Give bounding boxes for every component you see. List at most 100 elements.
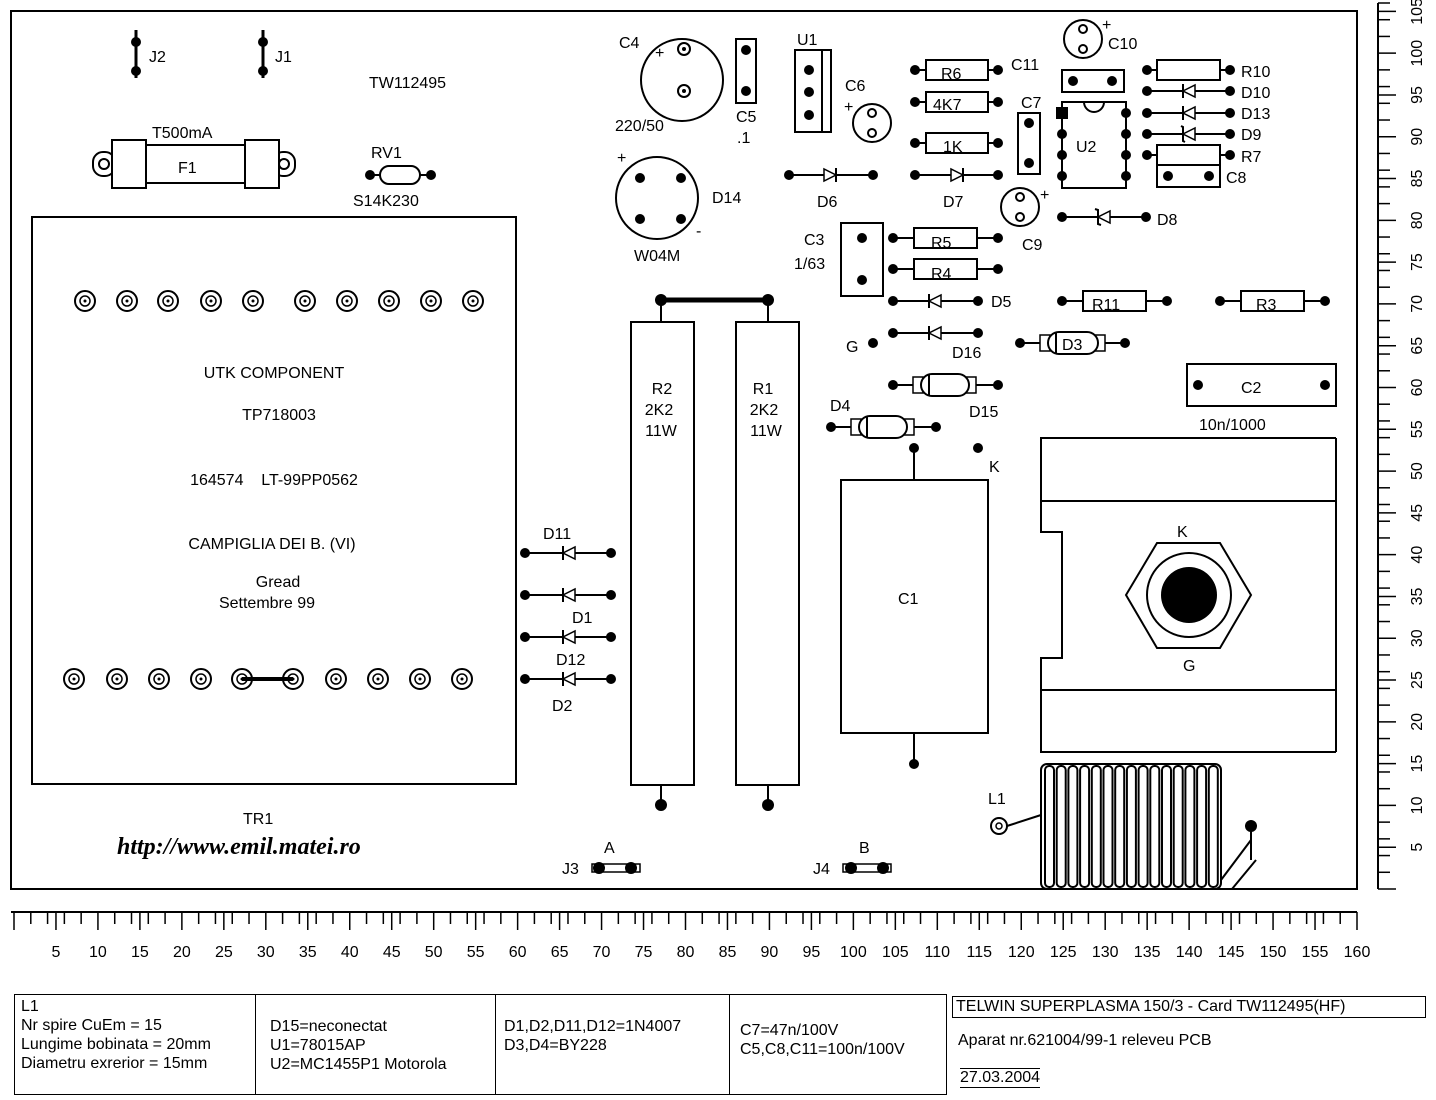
capacitor-c5: C5 .1 xyxy=(735,38,757,147)
ruler-label: 30 xyxy=(257,944,275,961)
coil-turn xyxy=(1172,765,1184,888)
coil-turn xyxy=(1161,765,1172,888)
ruler-label: 85 xyxy=(1409,170,1426,188)
coil-turns xyxy=(1044,765,1219,888)
ruler-label: 150 xyxy=(1260,944,1287,961)
tr-line3: 164574 LT-99PP0562 xyxy=(190,472,358,489)
d14-value: W04M xyxy=(634,248,680,265)
r2-label: R2 xyxy=(652,381,673,398)
ruler-label: 95 xyxy=(1409,86,1426,104)
transformer-pin xyxy=(190,668,212,690)
resistor-r10: R10 xyxy=(1142,59,1270,81)
c10-label: C10 xyxy=(1108,36,1137,53)
note-line: D3,D4=BY228 xyxy=(504,1037,607,1054)
coil-turn xyxy=(1125,765,1137,888)
j3-label: J3 xyxy=(562,861,579,878)
c4-plus: + xyxy=(655,45,664,62)
coil-turn xyxy=(1114,765,1126,888)
capacitor-c2: C2 10n/1000 xyxy=(1186,363,1337,434)
pcb-layout-drawing: TW112495 J2 J1 T500mA F1 RV1 S14K230 UT xyxy=(10,0,1426,961)
ruler-label: 155 xyxy=(1302,944,1329,961)
ruler-label: 140 xyxy=(1176,944,1203,961)
tr-ref: TR1 xyxy=(243,811,273,828)
coil-turn xyxy=(1137,765,1149,888)
ruler-label: 160 xyxy=(1344,944,1371,961)
ruler-label: 40 xyxy=(1409,546,1426,564)
varistor-rv1: RV1 S14K230 xyxy=(353,145,436,210)
d15-label: D15 xyxy=(969,404,998,421)
ruler-label: 25 xyxy=(1409,671,1426,689)
d8-label: D8 xyxy=(1157,212,1178,229)
c2-value: 10n/1000 xyxy=(1199,417,1266,434)
diode-d13: D13 xyxy=(1142,105,1270,123)
resistor-r1: R1 2K2 11W xyxy=(735,300,800,811)
coil-turn xyxy=(1184,765,1196,888)
coil-turn xyxy=(1055,765,1067,888)
tr-line4: CAMPIGLIA DEI B. (VI) xyxy=(188,536,355,553)
r1-value: 2K2 xyxy=(750,402,779,419)
d14-minus: - xyxy=(696,223,701,240)
note-line: D1,D2,D11,D12=1N4007 xyxy=(504,1018,682,1035)
rv1-value: S14K230 xyxy=(353,193,419,210)
g-pad-label: G xyxy=(846,339,858,356)
transformer-top-pins xyxy=(74,290,484,312)
ruler-label: 35 xyxy=(1409,587,1426,605)
ic-u2: U2 xyxy=(1056,101,1131,189)
tr-line6: Settembre 99 xyxy=(219,595,315,612)
board-outline xyxy=(10,10,1358,890)
ruler-label: 90 xyxy=(761,944,779,961)
coil-turn xyxy=(1079,765,1091,888)
capacitor-c10: + C10 xyxy=(1063,17,1137,59)
ruler-label: 90 xyxy=(1409,128,1426,146)
coil-turn xyxy=(1207,765,1219,888)
ruler-label: 105 xyxy=(1409,0,1426,25)
tr-line2: TP718003 xyxy=(242,407,316,424)
ruler-label: 75 xyxy=(1409,253,1426,271)
transformer-pin xyxy=(242,290,264,312)
notes-diodes: D1,D2,D11,D12=1N4007 D3,D4=BY228 xyxy=(496,995,730,1094)
u2-label: U2 xyxy=(1076,139,1097,156)
c5-value: .1 xyxy=(737,130,750,147)
ruler-label: 55 xyxy=(467,944,485,961)
r7-label: R7 xyxy=(1241,149,1262,166)
capacitor-c6: C6 + xyxy=(844,78,892,143)
r6-label: R6 xyxy=(941,66,962,83)
c2-label: C2 xyxy=(1241,380,1262,397)
c7-label: C7 xyxy=(1021,95,1042,112)
diode-d10: D10 xyxy=(1142,83,1270,102)
c6-label: C6 xyxy=(845,78,866,95)
url-text: http://www.emil.matei.ro xyxy=(117,834,361,860)
r1k-label: 1K xyxy=(943,139,963,156)
c11-label: C11 xyxy=(1011,57,1039,74)
jumper-j4: B J4 xyxy=(813,840,892,878)
ruler-label: 75 xyxy=(635,944,653,961)
resistor-1k: 1K xyxy=(910,132,1003,156)
a-label: A xyxy=(604,840,615,857)
r1-label: R1 xyxy=(753,381,774,398)
transformer-pin xyxy=(106,668,128,690)
notes-inductor: L1 Nr spire CuEm = 15 Lungime bobinata =… xyxy=(15,995,256,1094)
resistor-r11: R11 xyxy=(1057,290,1172,314)
ruler-label: 25 xyxy=(215,944,233,961)
ruler-label: 95 xyxy=(803,944,821,961)
c10-plus: + xyxy=(1102,17,1111,34)
diode-d6: D6 xyxy=(784,167,878,211)
diode-d1: D1 xyxy=(520,587,616,627)
j2-label: J2 xyxy=(149,49,166,66)
d4-label: D4 xyxy=(830,398,851,415)
ruler-label: 40 xyxy=(341,944,359,961)
transformer-pin xyxy=(157,290,179,312)
ruler-label: 110 xyxy=(925,944,951,961)
title-block: TELWIN SUPERPLASMA 150/3 - Card TW112495… xyxy=(950,996,1430,1096)
c6-plus: + xyxy=(844,99,853,116)
ruler-label: 135 xyxy=(1134,944,1161,961)
note-line: U1=78015AP xyxy=(270,1037,366,1054)
r11-label: R11 xyxy=(1092,297,1120,314)
drawing-date: 27.03.2004 xyxy=(960,1068,1041,1088)
thyristor-g-label: G xyxy=(1183,658,1195,675)
capacitor-c1: C1 xyxy=(840,443,989,769)
jumper-j2: J2 xyxy=(131,30,166,78)
ruler-label: 55 xyxy=(1409,420,1426,438)
d7-label: D7 xyxy=(943,194,964,211)
resistor-r5: R5 xyxy=(888,227,1003,252)
